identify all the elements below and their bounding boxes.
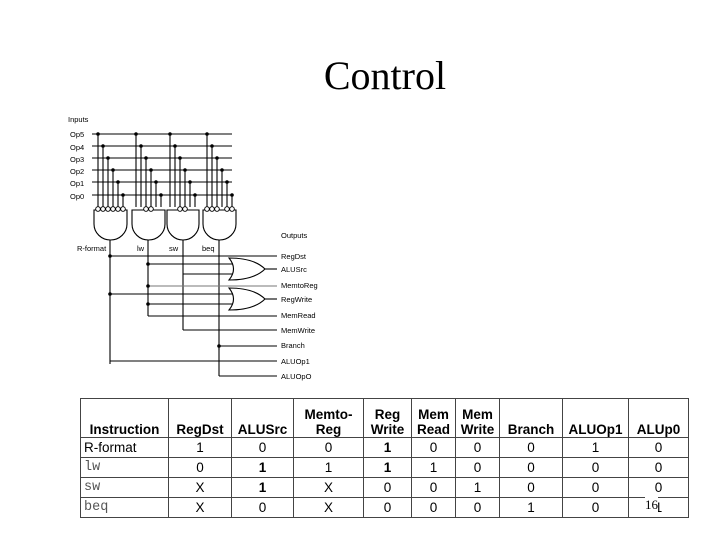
- gate-input-taps: [97, 134, 233, 207]
- cell-aluop1: 0: [562, 477, 629, 498]
- cell-memtoreg: X: [293, 497, 364, 518]
- cell-regdst: X: [168, 497, 232, 518]
- cell-memwrite: 0: [455, 457, 500, 478]
- row-instruction: beq: [80, 497, 169, 518]
- or-gate-regwrite: [227, 287, 266, 311]
- output-wires: [110, 255, 277, 377]
- input-label-op2: Op2: [70, 167, 84, 176]
- cell-alusrc: 1: [231, 457, 294, 478]
- col-header-branch: Branch: [499, 398, 563, 438]
- table-row: beq X 0 X 0 0 0 1 0 1: [80, 497, 689, 518]
- cell-regdst: 0: [168, 457, 232, 478]
- cell-regdst: 1: [168, 437, 232, 458]
- col-header-instruction: Instruction: [80, 398, 169, 438]
- input-label-op0: Op0: [70, 192, 84, 201]
- cell-branch: 0: [499, 477, 563, 498]
- gate-output-wires: [109, 240, 220, 364]
- input-label-op3: Op3: [70, 155, 84, 164]
- cell-regwrite: 1: [363, 437, 412, 458]
- row-instruction: lw: [80, 457, 169, 478]
- cell-regwrite: 0: [363, 477, 412, 498]
- output-dots: [108, 254, 221, 348]
- cell-memtoreg: 1: [293, 457, 364, 478]
- row-instruction: sw: [80, 477, 169, 498]
- and-gate-sw: [166, 209, 200, 241]
- input-label-op5: Op5: [70, 130, 84, 139]
- cell-regwrite: 1: [363, 457, 412, 478]
- cell-aluop0: 0: [628, 457, 689, 478]
- input-label-op4: Op4: [70, 143, 84, 152]
- col-header-memtoreg: Memto-Reg: [293, 398, 364, 438]
- junction-dots: [96, 132, 234, 197]
- output-label-branch: Branch: [281, 341, 305, 350]
- slide-title: Control: [323, 53, 447, 98]
- output-label-alusrc: ALUSrc: [281, 265, 307, 274]
- cell-aluop0: 0: [628, 477, 689, 498]
- cell-branch: 1: [499, 497, 563, 518]
- cell-alusrc: 0: [231, 437, 294, 458]
- cell-memwrite: 0: [455, 497, 500, 518]
- col-header-alusrc: ALUSrc: [231, 398, 294, 438]
- gate-label-beq: beq: [202, 244, 215, 253]
- and-gate-lw: [131, 209, 166, 241]
- table-row: lw 0 1 1 1 1 0 0 0 0: [80, 457, 689, 478]
- and-gate-beq: [202, 209, 237, 241]
- cell-aluop0: 0: [628, 437, 689, 458]
- cell-aluop1: 0: [562, 497, 629, 518]
- col-header-regdst: RegDst: [168, 398, 232, 438]
- page-number: 16: [645, 497, 658, 513]
- cell-branch: 0: [499, 437, 563, 458]
- cell-memwrite: 0: [455, 437, 500, 458]
- col-header-aluop0: ALUp0: [628, 398, 689, 438]
- gate-label-sw: sw: [169, 244, 179, 253]
- cell-memtoreg: 0: [293, 437, 364, 458]
- output-label-memtoreg: MemtoReg: [281, 281, 318, 290]
- table-row: sw X 1 X 0 0 1 0 0 0: [80, 477, 689, 498]
- cell-branch: 0: [499, 457, 563, 478]
- cell-memread: 0: [411, 497, 456, 518]
- gate-label-r-format: R-format: [77, 244, 107, 253]
- output-label-aluop0: ALUOpO: [281, 372, 312, 381]
- and-gate-r-format: [93, 209, 128, 241]
- table-row: R-format 1 0 0 1 0 0 0 1 0: [80, 437, 689, 458]
- cell-memread: 0: [411, 437, 456, 458]
- cell-memread: 0: [411, 477, 456, 498]
- cell-alusrc: 0: [231, 497, 294, 518]
- cell-aluop0: 1: [628, 497, 689, 518]
- row-instruction: R-format: [80, 437, 169, 458]
- cell-aluop1: 0: [562, 457, 629, 478]
- output-label-regwrite: RegWrite: [281, 295, 312, 304]
- cell-memtoreg: X: [293, 477, 364, 498]
- cell-memwrite: 1: [455, 477, 500, 498]
- gate-label-lw: lw: [137, 244, 145, 253]
- inputs-title: Inputs: [68, 115, 89, 124]
- cell-memread: 1: [411, 457, 456, 478]
- col-header-aluop1: ALUOp1: [562, 398, 629, 438]
- input-label-op1: Op1: [70, 179, 84, 188]
- cell-aluop1: 1: [562, 437, 629, 458]
- cell-regwrite: 0: [363, 497, 412, 518]
- outputs-title: Outputs: [281, 231, 308, 240]
- cell-alusrc: 1: [231, 477, 294, 498]
- inverter-bubbles: [95, 206, 235, 212]
- output-label-aluop1: ALUOp1: [281, 357, 310, 366]
- output-label-memwrite: MemWrite: [281, 326, 315, 335]
- output-label-memread: MemRead: [281, 311, 316, 320]
- or-gate-alusrc: [227, 257, 266, 281]
- cell-regdst: X: [168, 477, 232, 498]
- output-label-regdst: RegDst: [281, 252, 307, 261]
